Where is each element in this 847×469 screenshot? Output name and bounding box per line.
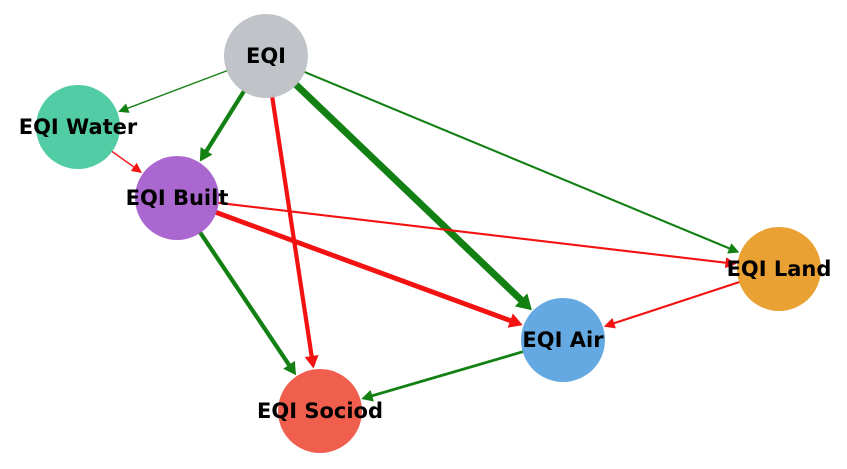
edge-line [126,69,229,110]
edge-arrowhead [724,257,737,269]
edge-arrowhead [514,293,532,311]
edge-built-air [213,209,523,328]
edge-arrowhead [304,354,319,369]
edge-line [370,349,525,398]
node-label: EQI Air [522,328,604,352]
node-label: EQI [246,44,286,68]
node-circle[interactable] [36,85,120,169]
edge-built-land [216,201,737,269]
edge-line [292,81,525,304]
edge-line [216,201,727,264]
edge-arrowhead [507,313,523,328]
node-circle[interactable] [278,369,362,453]
edges-layer [110,69,742,402]
node-label: EQI Sociod [257,399,383,423]
edge-eqi-air [292,81,532,311]
edge-eqi-land [302,70,740,254]
edge-arrowhead [727,243,740,254]
edge-arrowhead [130,162,143,173]
edge-built-sociod [197,230,297,376]
node-sociod[interactable]: EQI Sociod [257,369,383,453]
edge-arrowhead [361,389,374,402]
node-circle[interactable] [521,298,605,382]
node-water[interactable]: EQI Water [19,85,138,169]
edge-line [302,70,731,250]
node-eqi[interactable]: EQI [224,14,308,98]
node-label: EQI Water [19,115,138,139]
edge-air-sociod [361,349,525,402]
edge-land-air [603,280,742,329]
node-land[interactable]: EQI Land [727,227,832,311]
node-circle[interactable] [737,227,821,311]
node-circle[interactable] [135,156,219,240]
edge-water-built [110,149,143,173]
edge-line [197,230,292,367]
edge-line [269,95,314,358]
edge-arrowhead [283,360,297,376]
node-label: EQI Land [727,257,832,281]
edge-arrowhead [603,317,616,329]
edge-line [204,88,247,153]
edge-arrowhead [118,103,130,113]
node-label: EQI Built [126,186,229,210]
edge-arrowhead [199,147,213,162]
edge-line [612,280,742,325]
edge-eqi-water [118,69,229,113]
edge-line [110,149,135,169]
edge-eqi-built [199,88,247,162]
node-built[interactable]: EQI Built [126,156,229,240]
node-air[interactable]: EQI Air [521,298,605,382]
edge-line [213,209,513,324]
edge-eqi-sociod [269,95,319,369]
node-circle[interactable] [224,14,308,98]
